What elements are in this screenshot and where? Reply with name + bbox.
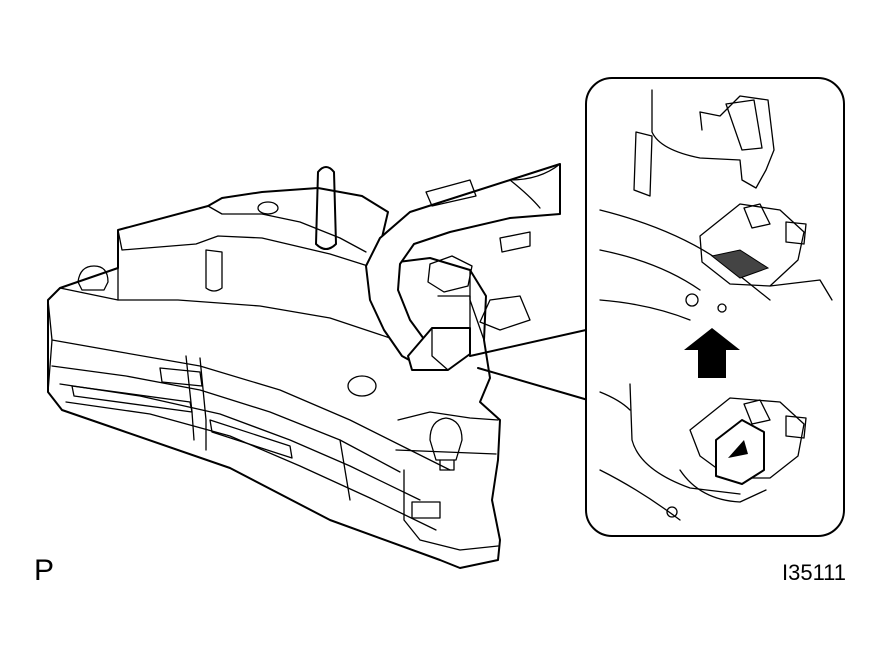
detail-inset-callout xyxy=(585,77,845,537)
wire-harness xyxy=(365,163,561,371)
shift-lever-assembly xyxy=(47,166,501,569)
figure-id-label: I35111 xyxy=(782,560,847,585)
corner-label: P xyxy=(34,554,55,587)
callout-leader-lines xyxy=(469,329,589,401)
push-direction-arrow xyxy=(684,328,740,378)
